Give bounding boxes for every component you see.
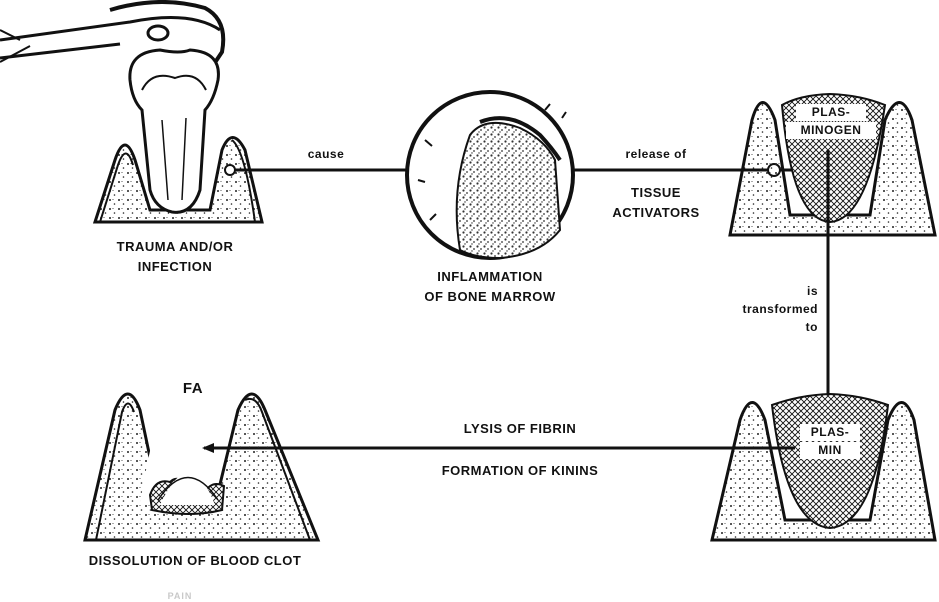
- transformed-label: transformed: [708, 301, 818, 318]
- lysis-of-fibrin-label: LYSIS OF FIBRIN: [420, 420, 620, 437]
- activators-label: ACTIVATORS: [596, 204, 716, 221]
- plasmin-label-line1: PLAS-: [800, 424, 860, 441]
- plasminogen-label-line1: PLAS-: [796, 104, 866, 121]
- formation-of-kinins-label: FORMATION OF KININS: [380, 462, 660, 479]
- to-label: to: [718, 319, 818, 336]
- plasminogen-label-line2: MINOGEN: [786, 122, 876, 139]
- inflammation-label-line1: INFLAMMATION: [390, 268, 590, 285]
- plasmin-label-line2: MIN: [800, 442, 860, 459]
- plasmin-socket-icon: [712, 394, 935, 540]
- fa-label: FA: [168, 380, 218, 397]
- release-of-label: release of: [606, 146, 706, 163]
- trauma-label-line2: INFECTION: [75, 258, 275, 275]
- is-label: is: [718, 283, 818, 300]
- cause-label: cause: [296, 146, 356, 163]
- trauma-label-line1: TRAUMA AND/OR: [75, 238, 275, 255]
- pain-label: PAIN: [140, 588, 220, 602]
- bone-marrow-circle-icon: [407, 92, 573, 258]
- tissue-label: TISSUE: [606, 184, 706, 201]
- dissolution-label: DISSOLUTION OF BLOOD CLOT: [30, 552, 360, 569]
- inflammation-label-line2: OF BONE MARROW: [390, 288, 590, 305]
- cause-origin-dot: [225, 165, 235, 175]
- dry-socket-icon: [85, 394, 318, 540]
